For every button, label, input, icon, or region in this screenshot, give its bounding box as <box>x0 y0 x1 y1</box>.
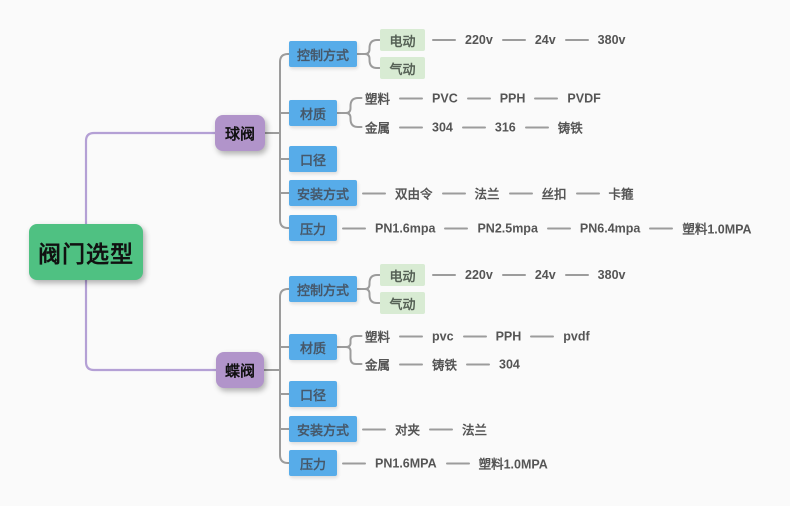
connector-dash <box>564 39 589 41</box>
value-node[interactable]: 220v <box>465 268 493 282</box>
bfly-installation-node[interactable]: 安装方式 <box>289 416 357 442</box>
connector-dash <box>501 39 526 41</box>
connector-dash <box>530 335 555 337</box>
value-node[interactable]: 220v <box>465 33 493 47</box>
value-node[interactable]: 塑料1.0MPA <box>682 222 752 237</box>
value-node[interactable]: 法兰 <box>462 423 488 438</box>
value-node[interactable]: 双由令 <box>395 187 433 202</box>
value-node[interactable]: 铸铁 <box>557 121 583 136</box>
connector-dash <box>399 335 424 337</box>
ball-plastic-row: 塑料 PVC PPH PVDF <box>365 89 601 108</box>
connector-dash <box>399 363 424 365</box>
connector-dash <box>444 227 469 229</box>
ball-diameter-node[interactable]: 口径 <box>289 146 337 172</box>
connector-dash <box>399 126 424 128</box>
ball-pressure-row: PN1.6mpa PN2.5mpa PN6.4mpa 塑料1.0MPA <box>342 219 752 238</box>
connector-dash <box>649 227 674 229</box>
connector-dash <box>429 428 454 430</box>
connector-dash <box>461 126 486 128</box>
value-node[interactable]: PN6.4mpa <box>579 221 641 235</box>
value-node[interactable]: 铸铁 <box>432 358 458 373</box>
bfly-pneumatic-node[interactable]: 气动 <box>380 292 425 314</box>
ball-installation-row: 双由令 法兰 丝扣 卡箍 <box>362 184 634 203</box>
connector-dash <box>362 428 386 430</box>
connector-dash <box>445 462 470 464</box>
bfly-pressure-row: PN1.6MPA 塑料1.0MPA <box>342 454 548 473</box>
bfly-metal-row: 金属 铸铁 304 <box>365 355 520 374</box>
connector-dash <box>432 274 456 276</box>
connector-dash <box>575 192 600 194</box>
connector-dash <box>508 192 533 194</box>
value-node[interactable]: PVDF <box>567 91 601 105</box>
metal-node[interactable]: 金属 <box>365 358 391 373</box>
connector-dash <box>466 363 491 365</box>
value-node[interactable]: 对夹 <box>395 423 421 438</box>
bfly-diameter-node[interactable]: 口径 <box>289 381 337 407</box>
value-node[interactable]: 法兰 <box>474 187 500 202</box>
ball-pressure-node[interactable]: 压力 <box>289 215 337 241</box>
ball-electric-node[interactable]: 电动 <box>380 29 425 51</box>
value-node[interactable]: 316 <box>494 120 516 134</box>
bfly-control-method-node[interactable]: 控制方式 <box>289 276 357 302</box>
connector-dash <box>462 335 487 337</box>
ball-installation-node[interactable]: 安装方式 <box>289 180 357 206</box>
ball-metal-row: 金属 304 316 铸铁 <box>365 118 583 137</box>
connector-dash <box>441 192 466 194</box>
ball-material-node[interactable]: 材质 <box>289 100 337 126</box>
value-node[interactable]: pvc <box>432 329 454 343</box>
connector-dash <box>466 97 491 99</box>
connector-dash <box>342 227 366 229</box>
value-node[interactable]: 380v <box>597 33 626 47</box>
connector-dash <box>534 97 559 99</box>
value-node[interactable]: 380v <box>597 268 626 282</box>
ball-voltage-row: 220v 24v 380v <box>432 33 625 47</box>
value-node[interactable]: PPH <box>495 329 522 343</box>
connector-dash <box>432 39 456 41</box>
ball-control-method-node[interactable]: 控制方式 <box>289 41 357 67</box>
value-node[interactable]: 24v <box>534 268 556 282</box>
connector-dash <box>362 192 386 194</box>
value-node[interactable]: PPH <box>499 91 526 105</box>
connector-dash <box>564 274 589 276</box>
value-node[interactable]: 丝扣 <box>541 187 567 202</box>
value-node[interactable]: 卡箍 <box>608 187 634 202</box>
value-node[interactable]: 304 <box>499 357 520 371</box>
connector-dash <box>342 462 366 464</box>
value-node[interactable]: PN2.5mpa <box>477 221 538 235</box>
value-node[interactable]: PVC <box>432 91 458 105</box>
branch-node-butterfly-valve[interactable]: 蝶阀 <box>216 352 264 388</box>
plastic-node[interactable]: 塑料 <box>365 330 391 345</box>
bfly-pressure-node[interactable]: 压力 <box>289 450 337 476</box>
value-node[interactable]: PN1.6MPA <box>375 456 437 470</box>
bfly-voltage-row: 220v 24v 380v <box>432 268 625 282</box>
bfly-installation-row: 对夹 法兰 <box>362 420 487 439</box>
root-node[interactable]: 阀门选型 <box>29 224 143 280</box>
metal-node[interactable]: 金属 <box>365 121 391 136</box>
connector-dash <box>399 97 424 99</box>
branch-node-ball-valve[interactable]: 球阀 <box>215 115 265 151</box>
plastic-node[interactable]: 塑料 <box>365 92 391 107</box>
bfly-electric-node[interactable]: 电动 <box>380 264 425 286</box>
connector-dash <box>501 274 526 276</box>
value-node[interactable]: 304 <box>432 120 453 134</box>
value-node[interactable]: 塑料1.0MPA <box>478 457 548 472</box>
bfly-material-node[interactable]: 材质 <box>289 334 337 360</box>
value-node[interactable]: 24v <box>534 33 556 47</box>
bfly-plastic-row: 塑料 pvc PPH pvdf <box>365 327 590 346</box>
ball-pneumatic-node[interactable]: 气动 <box>380 57 425 79</box>
value-node[interactable]: pvdf <box>563 329 590 343</box>
connector-dash <box>546 227 571 229</box>
value-node[interactable]: PN1.6mpa <box>375 221 436 235</box>
connector-dash <box>524 126 549 128</box>
